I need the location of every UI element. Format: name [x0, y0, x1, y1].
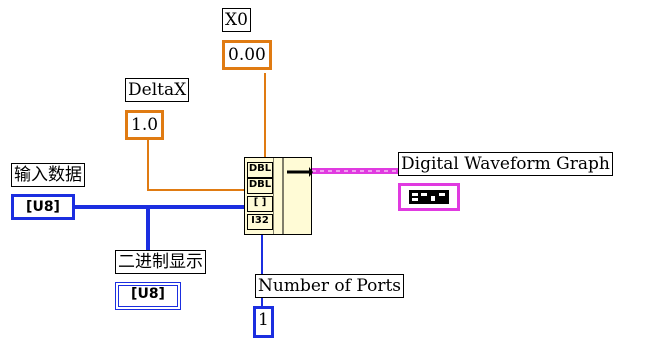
input-data-label: 输入数据	[11, 163, 85, 187]
num-ports-constant[interactable]: 1	[253, 306, 274, 338]
input-data-terminal[interactable]: [U8]	[11, 194, 75, 220]
graph-label: Digital Waveform Graph	[398, 152, 613, 176]
input-tag-dbl-2: DBL	[247, 178, 273, 194]
input-tag-i32: I32	[247, 214, 273, 230]
num-ports-label: Number of Ports	[255, 274, 405, 298]
build-digital-waveform-node[interactable]: DBL DBL [ ] I32	[244, 157, 313, 235]
binary-display-label: 二进制显示	[115, 250, 206, 274]
input-tag-dbl-1: DBL	[247, 162, 273, 178]
binary-display-indicator[interactable]: [U8]	[115, 282, 181, 310]
x0-constant[interactable]: 0.00	[222, 40, 272, 70]
deltax-label: DeltaX	[125, 78, 190, 102]
deltax-constant[interactable]: 1.0	[125, 110, 165, 140]
deltax-wire	[147, 140, 248, 191]
x0-label: X0	[222, 8, 251, 32]
digital-waveform-graph-icon	[409, 190, 449, 204]
digital-waveform-graph-terminal[interactable]	[398, 183, 460, 211]
input-tag-array: [ ]	[247, 196, 273, 212]
build-digital-waveform-icon	[273, 158, 313, 234]
